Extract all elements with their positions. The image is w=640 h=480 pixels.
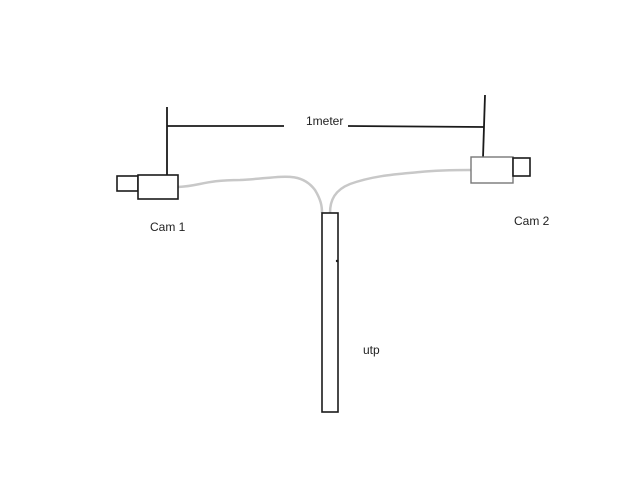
utp-cable-box [321, 212, 339, 413]
dimension-line-right [347, 125, 485, 128]
utp-label: utp [363, 343, 380, 357]
cable-cam2 [328, 168, 472, 214]
cam2-mount-line [482, 94, 486, 159]
cam2-label: Cam 2 [514, 214, 550, 228]
cam1-icon [116, 174, 179, 200]
distance-label: 1meter [306, 114, 343, 128]
cam1-label: Cam 1 [150, 220, 186, 234]
utp-mark [335, 259, 339, 263]
cable-cam1 [177, 175, 324, 214]
cam2-icon [470, 156, 531, 184]
